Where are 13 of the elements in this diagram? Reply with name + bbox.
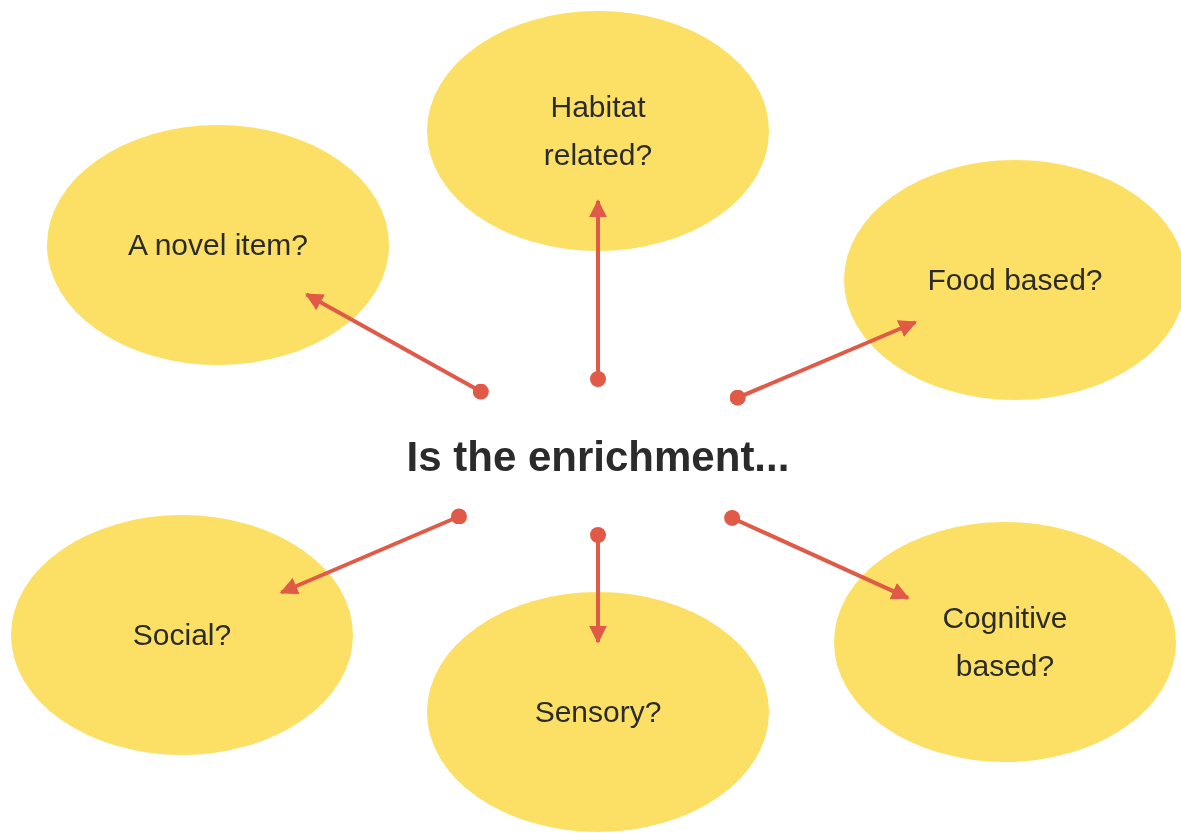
question-heading: Is the enrichment... <box>406 436 790 478</box>
arrow <box>305 292 489 400</box>
option-label: Cognitive based? <box>941 600 1069 684</box>
arrow <box>589 199 607 387</box>
option-label: Food based? <box>927 262 1103 298</box>
option-label: Habitat related? <box>542 89 654 173</box>
arrow <box>589 527 607 644</box>
option-label: A novel item? <box>127 227 309 263</box>
option-label: Sensory? <box>534 694 662 730</box>
arrow <box>729 320 918 406</box>
arrow <box>279 508 467 595</box>
option-label: Social? <box>132 617 232 653</box>
arrow <box>724 509 910 600</box>
